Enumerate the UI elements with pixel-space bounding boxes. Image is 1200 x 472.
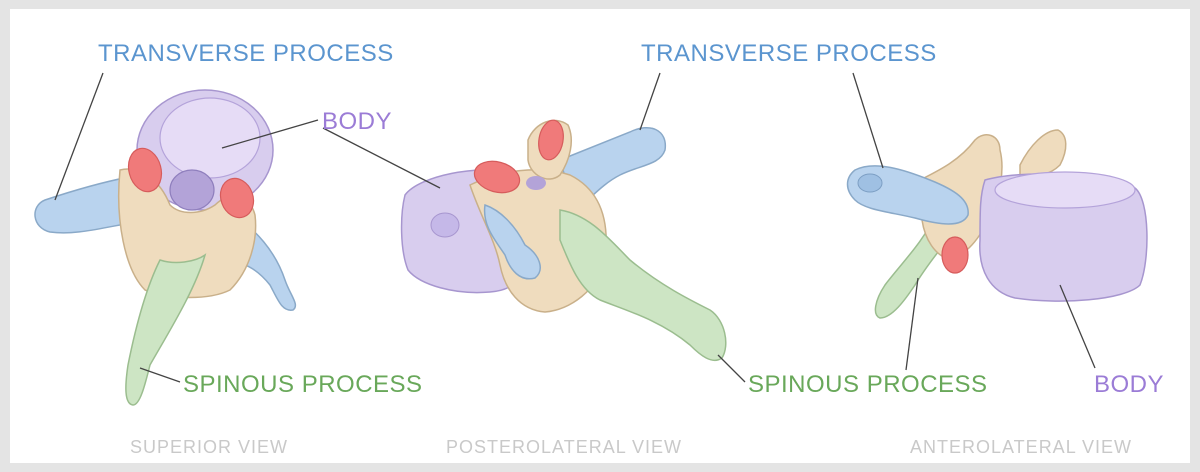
superior-transverse-process-label: TRANSVERSE PROCESS — [98, 40, 394, 67]
superior-spinous-process-label: SPINOUS PROCESS — [183, 371, 423, 398]
vertebral-foramen — [169, 169, 215, 211]
transverse-process-left — [483, 204, 541, 280]
facet-superior-right — [538, 119, 564, 161]
spinous-process — [125, 253, 207, 406]
anterolateral-view-vertebra — [846, 72, 1148, 371]
superior-view-vertebra — [34, 72, 319, 406]
spinous-process — [559, 209, 727, 362]
posterolateral-spinous-process-label: SPINOUS PROCESS — [748, 371, 988, 398]
facet-left — [127, 147, 163, 193]
anterolateral-body-label: BODY — [1094, 371, 1165, 398]
facet-superior-left — [473, 160, 521, 194]
body-top-surface — [159, 97, 261, 179]
posterolateral-transverse-process-label: TRANSVERSE PROCESS — [641, 40, 937, 67]
facet-right — [219, 177, 255, 219]
facet — [941, 236, 969, 274]
posterolateral-view-caption: POSTEROLATERAL VIEW — [446, 437, 683, 457]
anterolateral-view-caption: ANTEROLATERAL VIEW — [910, 437, 1133, 457]
superior-view-caption: SUPERIOR VIEW — [130, 437, 289, 457]
posterolateral-view-vertebra — [322, 72, 746, 383]
transverse-process-left — [34, 174, 141, 234]
superior-body-label: BODY — [322, 108, 393, 135]
